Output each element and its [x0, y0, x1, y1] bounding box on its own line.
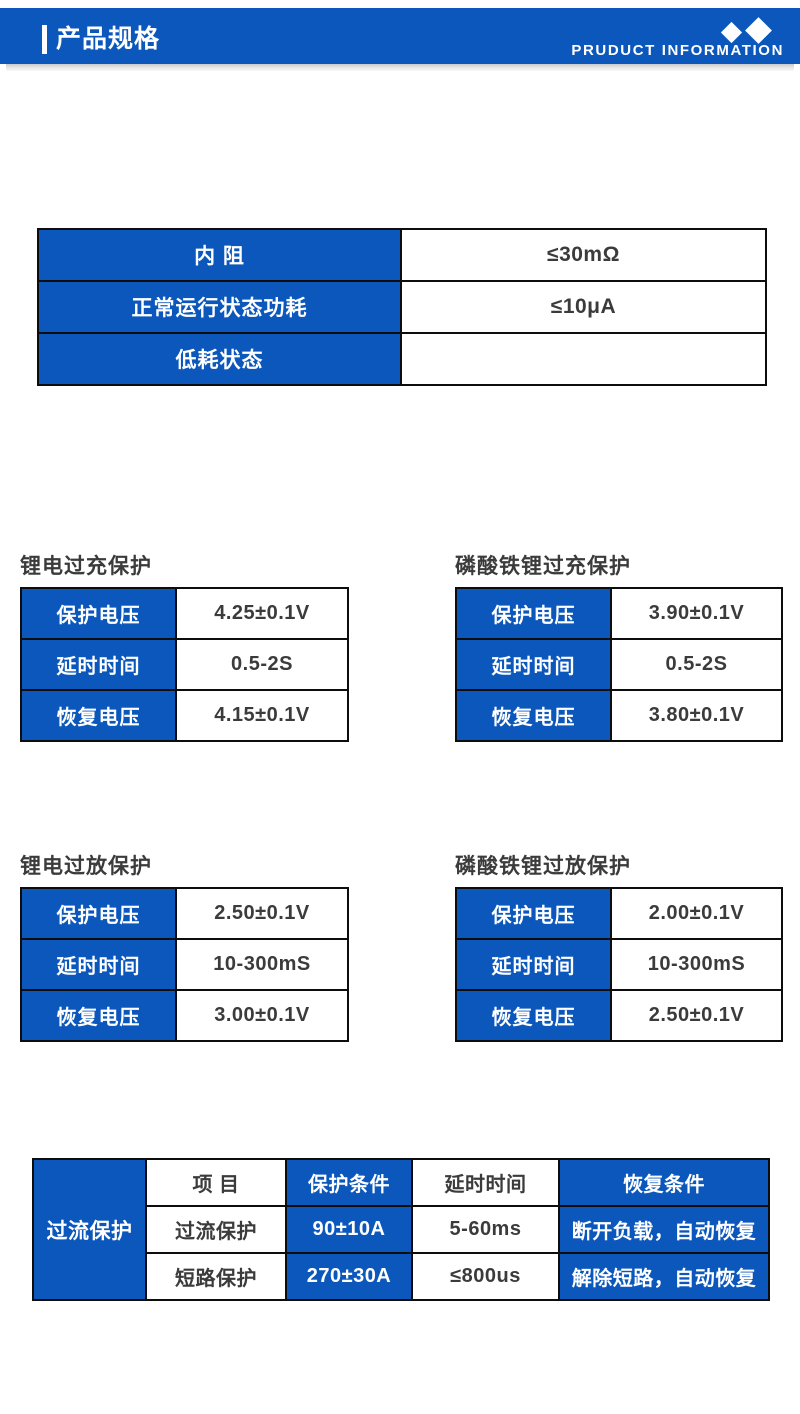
table-header-row: 过流保护 项 目 保护条件 延时时间 恢复条件	[32, 1158, 770, 1301]
table-row: 低耗状态	[37, 332, 767, 386]
row-label: 保护电压	[20, 587, 177, 640]
row-label: 保护电压	[455, 887, 612, 940]
column-header-delay: 延时时间	[411, 1158, 560, 1207]
row-label: 延时时间	[455, 638, 612, 691]
table-row: 恢复电压 4.15±0.1V	[20, 689, 349, 742]
cell-condition: 90±10A	[285, 1205, 413, 1254]
lfp-overdischarge-table: 保护电压 2.00±0.1V 延时时间 10-300mS 恢复电压 2.50±0…	[455, 887, 783, 1042]
cell-condition: 270±30A	[285, 1252, 413, 1301]
table-row: 延时时间 10-300mS	[455, 938, 783, 991]
table-row: 过流保护 90±10A 5-60ms 断开负载，自动恢复	[33, 1205, 770, 1254]
spec-value: ≤30mΩ	[400, 228, 767, 282]
spec-label: 内 阻	[37, 228, 402, 282]
cell-item: 过流保护	[145, 1205, 287, 1254]
row-value: 4.15±0.1V	[175, 689, 349, 742]
column-header-item: 项 目	[145, 1158, 287, 1207]
diamond-icon	[745, 17, 772, 44]
row-value: 2.00±0.1V	[610, 887, 783, 940]
spec-value: ≤10μA	[400, 280, 767, 334]
row-label: 保护电压	[455, 587, 612, 640]
cell-delay: ≤800us	[411, 1252, 560, 1301]
cell-item: 短路保护	[145, 1252, 287, 1301]
spec-value	[400, 332, 767, 386]
lfp-overcharge-table: 保护电压 3.90±0.1V 延时时间 0.5-2S 恢复电压 3.80±0.1…	[455, 587, 783, 742]
row-label: 保护电压	[20, 887, 177, 940]
row-label: 恢复电压	[455, 989, 612, 1042]
row-value: 0.5-2S	[610, 638, 783, 691]
cell-delay: 5-60ms	[411, 1205, 560, 1254]
table-row: 保护电压 2.50±0.1V	[20, 887, 349, 940]
spec-label: 正常运行状态功耗	[37, 280, 402, 334]
table-row: 延时时间 10-300mS	[20, 938, 349, 991]
row-value: 4.25±0.1V	[175, 587, 349, 640]
specification-table: 内 阻 ≤30mΩ 正常运行状态功耗 ≤10μA 低耗状态	[37, 228, 767, 386]
section-title-lfp-overcharge: 磷酸铁锂过充保护	[455, 555, 631, 578]
table-row: 恢复电压 3.00±0.1V	[20, 989, 349, 1042]
table-row: 保护电压 4.25±0.1V	[20, 587, 349, 640]
row-value: 3.00±0.1V	[175, 989, 349, 1042]
column-header-recovery: 恢复条件	[558, 1158, 770, 1207]
row-label: 恢复电压	[20, 689, 177, 742]
table-row: 保护电压 3.90±0.1V	[455, 587, 783, 640]
table-row: 恢复电压 3.80±0.1V	[455, 689, 783, 742]
spec-label: 低耗状态	[37, 332, 402, 386]
column-header-condition: 保护条件	[285, 1158, 413, 1207]
row-value: 3.90±0.1V	[610, 587, 783, 640]
row-value: 10-300mS	[175, 938, 349, 991]
section-title-li-overcharge: 锂电过充保护	[20, 555, 152, 578]
li-overcharge-table: 保护电压 4.25±0.1V 延时时间 0.5-2S 恢复电压 4.15±0.1…	[20, 587, 349, 742]
cell-recovery: 断开负载，自动恢复	[558, 1205, 770, 1254]
row-value: 3.80±0.1V	[610, 689, 783, 742]
row-label: 延时时间	[20, 638, 177, 691]
page-title: 产品规格	[56, 25, 161, 53]
row-label: 延时时间	[20, 938, 177, 991]
table-row: 保护电压 2.00±0.1V	[455, 887, 783, 940]
section-title-li-overdischarge: 锂电过放保护	[20, 855, 152, 878]
li-overdischarge-table: 保护电压 2.50±0.1V 延时时间 10-300mS 恢复电压 3.00±0…	[20, 887, 349, 1042]
cell-recovery: 解除短路，自动恢复	[558, 1252, 770, 1301]
page-header-banner: 产品规格 PRUDUCT INFORMATION	[0, 8, 800, 64]
page-subtitle: PRUDUCT INFORMATION	[571, 42, 784, 59]
diamond-icon	[720, 21, 743, 44]
overcurrent-protection-table: 过流保护 项 目 保护条件 延时时间 恢复条件 过流保护 90±10A 5-60…	[32, 1158, 770, 1301]
table-row: 延时时间 0.5-2S	[20, 638, 349, 691]
header-diamond-decoration	[718, 17, 782, 44]
table-row: 短路保护 270±30A ≤800us 解除短路，自动恢复	[33, 1252, 770, 1301]
row-label: 延时时间	[455, 938, 612, 991]
table-row: 内 阻 ≤30mΩ	[37, 228, 767, 282]
table-row: 恢复电压 2.50±0.1V	[455, 989, 783, 1042]
table-row: 延时时间 0.5-2S	[455, 638, 783, 691]
row-value: 0.5-2S	[175, 638, 349, 691]
header-shadow	[6, 64, 794, 71]
row-value: 2.50±0.1V	[610, 989, 783, 1042]
row-label: 恢复电压	[455, 689, 612, 742]
overcurrent-group-label: 过流保护	[32, 1158, 147, 1301]
row-label: 恢复电压	[20, 989, 177, 1042]
header-accent-bar	[42, 25, 47, 54]
section-title-lfp-overdischarge: 磷酸铁锂过放保护	[455, 855, 631, 878]
table-row: 正常运行状态功耗 ≤10μA	[37, 280, 767, 334]
row-value: 10-300mS	[610, 938, 783, 991]
row-value: 2.50±0.1V	[175, 887, 349, 940]
